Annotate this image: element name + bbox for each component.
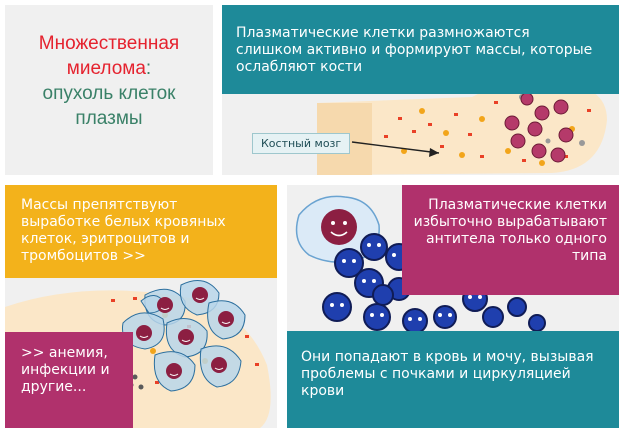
masses-heading [5, 185, 277, 278]
bone-panel: Плазматические клетки размножаются слишк… [222, 5, 619, 175]
masses-panel: Массы препятствуют выработке белых кровя… [5, 185, 277, 428]
title-line-2: миелома [66, 58, 146, 79]
kidney-text: Они попадают в кровь и мочу, вызывая про… [301, 349, 594, 399]
title-colon: : [145, 58, 152, 79]
title-panel: Множественная миелома: опухоль клеток пл… [5, 5, 213, 175]
bone-panel-text: Плазматические клетки размножаются слишк… [236, 25, 593, 75]
effects-text: >> анемия, инфекции и другие... [21, 345, 110, 395]
bone-marrow-label: Костный мозг [252, 133, 351, 154]
title-line-3: опухоль клеток [42, 83, 176, 104]
bone-panel-heading [222, 5, 619, 94]
masses-text: Массы препятствуют выработке белых кровя… [21, 197, 226, 264]
antibodies-text: Плазматические клетки избыточно вырабаты… [413, 197, 607, 264]
title-line-1: Множественная [38, 33, 180, 54]
effects-box [5, 332, 133, 428]
title-line-4: плазмы [75, 108, 143, 129]
antibodies-heading [402, 185, 619, 295]
title-text: Множественная миелома: опухоль клеток пл… [5, 31, 213, 131]
antibodies-panel: Плазматические клетки избыточно вырабаты… [287, 185, 619, 428]
kidney-heading [287, 331, 619, 428]
